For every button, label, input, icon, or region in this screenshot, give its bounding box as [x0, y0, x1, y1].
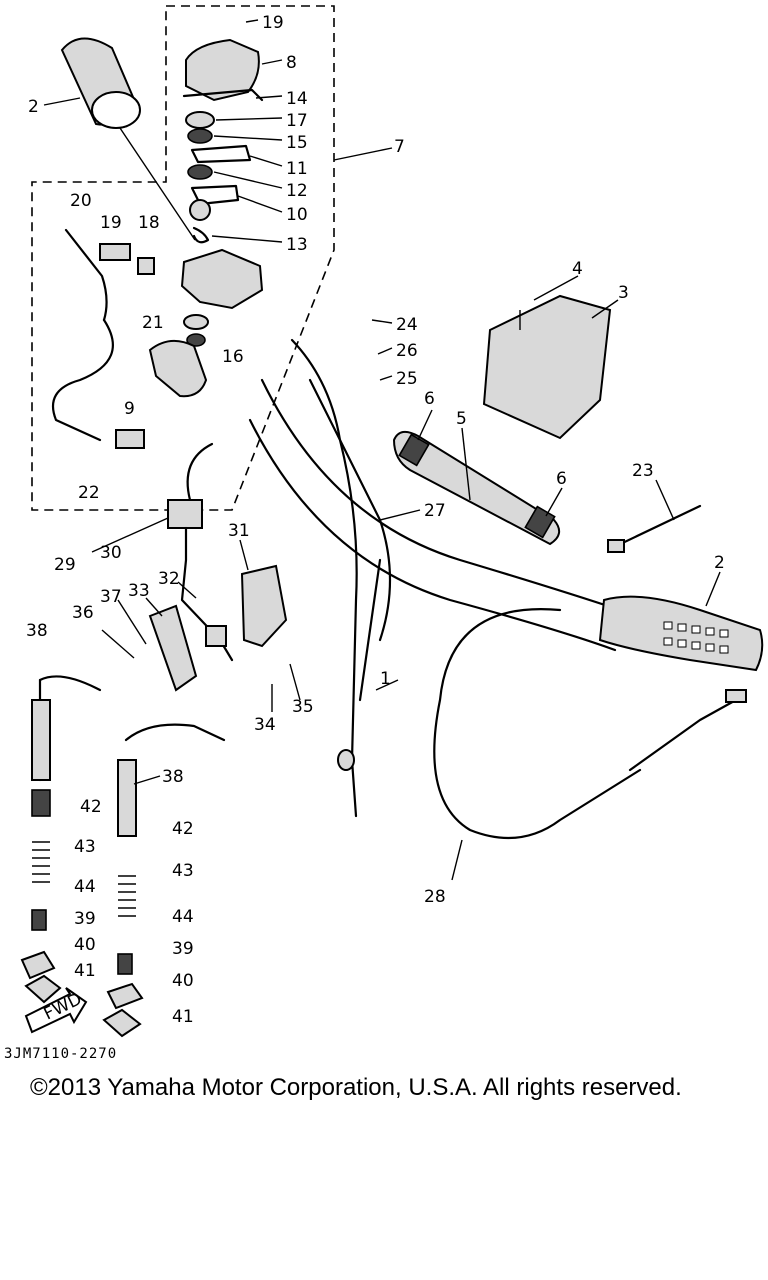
left-grip: [60, 37, 196, 241]
callout-6: 6: [556, 469, 567, 489]
brake-lever-assembly: [148, 442, 288, 692]
callout-20: 20: [70, 191, 92, 211]
callout-1: 1: [380, 669, 391, 689]
parts-diagram: FWD 2 19: [20, 5, 764, 1038]
leader-lines: [43, 19, 721, 881]
assembly-boundary: [31, 5, 393, 511]
hand-brake-cables: [20, 675, 226, 1038]
callout-5: 5: [456, 409, 467, 429]
callout-30: 30: [100, 543, 122, 563]
callout-37: 37: [100, 587, 122, 607]
callout-11: 11: [286, 159, 308, 179]
callout-38: 38: [162, 767, 184, 787]
handlebar: [248, 378, 622, 702]
callout-44: 44: [74, 877, 96, 897]
handlebar-cover: [482, 294, 612, 440]
throttle-cable: [290, 338, 392, 818]
callout-2: 2: [28, 97, 39, 117]
callout-labels: 2 19 8 14 17 15 7 11 12 10 13 20 19 18 2…: [26, 13, 725, 1027]
callout-2: 2: [714, 553, 725, 573]
callout-13: 13: [286, 235, 308, 255]
callout-23: 23: [632, 461, 654, 481]
callout-4: 4: [572, 259, 583, 279]
callout-31: 31: [228, 521, 250, 541]
callout-22: 22: [78, 483, 100, 503]
callout-28: 28: [424, 887, 446, 907]
callout-19: 19: [262, 13, 284, 33]
callout-3: 3: [618, 283, 629, 303]
callout-25: 25: [396, 369, 418, 389]
callout-10: 10: [286, 205, 308, 225]
callout-19: 19: [100, 213, 122, 233]
cable-band: [607, 504, 702, 553]
callout-44: 44: [172, 907, 194, 927]
handlebar-pad: [392, 430, 561, 546]
callout-29: 29: [54, 555, 76, 575]
callout-18: 18: [138, 213, 160, 233]
callout-21: 21: [142, 313, 164, 333]
right-grip: [598, 595, 764, 672]
callout-14: 14: [286, 89, 308, 109]
copyright-notice: ©2013 Yamaha Motor Corporation, U.S.A. A…: [30, 1074, 682, 1101]
callout-40: 40: [172, 971, 194, 991]
callout-15: 15: [286, 133, 308, 153]
callout-16: 16: [222, 347, 244, 367]
callout-26: 26: [396, 341, 418, 361]
callout-7: 7: [394, 137, 405, 157]
callout-38: 38: [26, 621, 48, 641]
callout-8: 8: [286, 53, 297, 73]
callout-43: 43: [172, 861, 194, 881]
callout-27: 27: [424, 501, 446, 521]
drawing-code: 3JM7110-2270: [4, 1046, 118, 1062]
callout-41: 41: [172, 1007, 194, 1027]
callout-42: 42: [172, 819, 194, 839]
callout-9: 9: [124, 399, 135, 419]
callout-39: 39: [172, 939, 194, 959]
callout-33: 33: [128, 581, 150, 601]
callout-39: 39: [74, 909, 96, 929]
callout-41: 41: [74, 961, 96, 981]
callout-42: 42: [80, 797, 102, 817]
callout-24: 24: [396, 315, 418, 335]
callout-43: 43: [74, 837, 96, 857]
throttle-housing: [51, 38, 264, 449]
callout-35: 35: [292, 697, 314, 717]
callout-40: 40: [74, 935, 96, 955]
callout-6: 6: [424, 389, 435, 409]
brake-cable: [433, 608, 747, 840]
callout-36: 36: [72, 603, 94, 623]
callout-17: 17: [286, 111, 308, 131]
callout-12: 12: [286, 181, 308, 201]
callout-34: 34: [254, 715, 276, 735]
callout-32: 32: [158, 569, 180, 589]
